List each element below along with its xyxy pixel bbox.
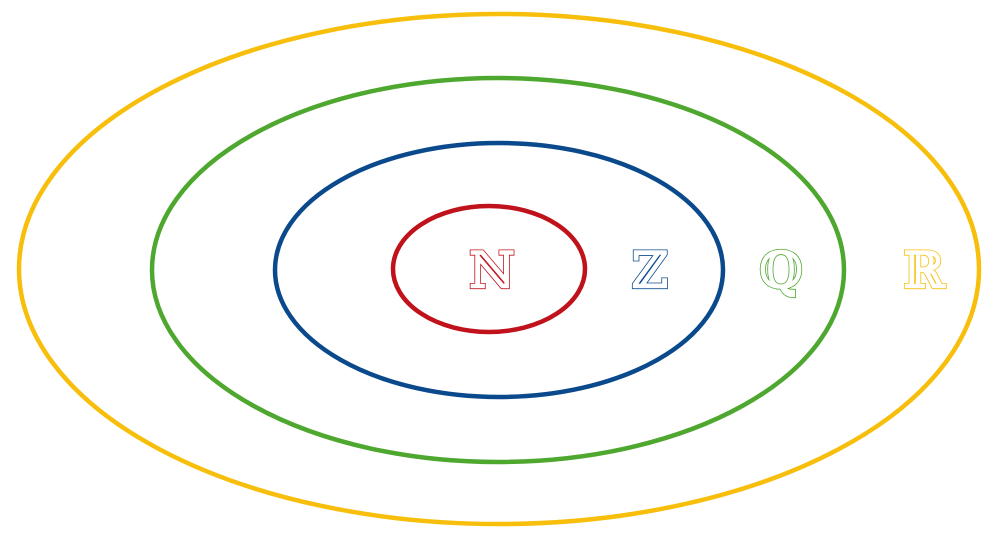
rationals-label: ℚ (759, 241, 803, 300)
integers-label: ℤ (632, 241, 669, 300)
integers-ring (272, 140, 726, 400)
naturals-ring (390, 203, 588, 335)
set-naturals: ℕ (390, 203, 588, 335)
set-reals: ℝ (16, 11, 982, 527)
set-rationals: ℚ (149, 75, 847, 465)
reals-label: ℝ (903, 241, 946, 300)
naturals-label: ℕ (469, 241, 515, 300)
reals-ring (16, 11, 982, 527)
rationals-ring (149, 75, 847, 465)
set-integers: ℤ (272, 140, 726, 400)
